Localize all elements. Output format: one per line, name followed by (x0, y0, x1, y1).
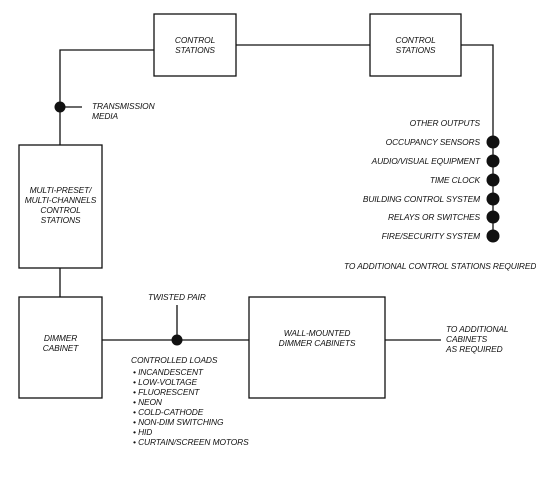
output-label-fire-security: FIRE/SECURITY SYSTEM (381, 231, 480, 241)
control-station-1-label: CONTROL STATIONS (174, 35, 216, 55)
twisted-pair-label: TWISTED PAIR (148, 292, 206, 302)
control-station-box-1 (153, 13, 237, 77)
to-additional-control-stations-label: TO ADDITIONAL CONTROL STATIONS REQUIRED (344, 261, 536, 271)
controlled-load-item: • LOW-VOLTAGE (133, 377, 197, 387)
wall-mounted-label: WALL-MOUNTED DIMMER CABINETS (278, 328, 356, 348)
output-node-time-clock (486, 173, 500, 187)
output-label-relays: RELAYS OR SWITCHES (387, 212, 480, 222)
connector-multipreset-to-control-station-1 (59, 49, 154, 145)
output-label-building-control: BUILDING CONTROL SYSTEM (362, 194, 480, 204)
dimmer-cabinet-label: DIMMER CABINET (42, 333, 79, 353)
output-node-fire-security (486, 229, 500, 243)
dimmer-cabinet-box (18, 296, 103, 399)
output-node-occupancy (486, 135, 500, 149)
controlled-load-item: • COLD-CATHODE (133, 407, 204, 417)
controlled-loads-list: • INCANDESCENT • LOW-VOLTAGE • FLUORESCE… (133, 367, 249, 447)
output-label-time-clock: TIME CLOCK (429, 175, 480, 185)
other-outputs-title: OTHER OUTPUTS (409, 118, 480, 128)
multi-preset-box (18, 144, 103, 269)
output-node-building-control (486, 192, 500, 206)
controlled-load-item: • INCANDESCENT (133, 367, 203, 377)
controlled-load-item: • HID (133, 427, 153, 437)
to-additional-cabinets-label: TO ADDITIONAL CABINETS AS REQUIRED (446, 324, 509, 354)
output-node-relays (486, 210, 500, 224)
controlled-load-item: • CURTAIN/SCREEN MOTORS (133, 437, 249, 447)
output-label-occupancy: OCCUPANCY SENSORS (385, 137, 480, 147)
twisted-pair-node (171, 334, 183, 346)
controlled-load-item: • NON-DIM SWITCHING (133, 417, 224, 427)
controlled-load-item: • NEON (133, 397, 162, 407)
connector-control-station-2-to-outputs (461, 44, 494, 236)
multi-preset-label: MULTI-PRESET/ MULTI-CHANNELS CONTROL STA… (24, 185, 97, 225)
wall-mounted-box (248, 296, 386, 399)
control-station-box-2 (369, 13, 462, 77)
output-node-audio-visual (486, 154, 500, 168)
controlled-loads-title: CONTROLLED LOADS (131, 355, 218, 365)
control-station-2-label: CONTROL STATIONS (395, 35, 436, 55)
transmission-node (54, 101, 66, 113)
transmission-media-label: TRANSMISSION MEDIA (92, 101, 155, 121)
output-label-audio-visual: AUDIO/VISUAL EQUIPMENT (371, 156, 481, 166)
controlled-load-item: • FLUORESCENT (133, 387, 200, 397)
